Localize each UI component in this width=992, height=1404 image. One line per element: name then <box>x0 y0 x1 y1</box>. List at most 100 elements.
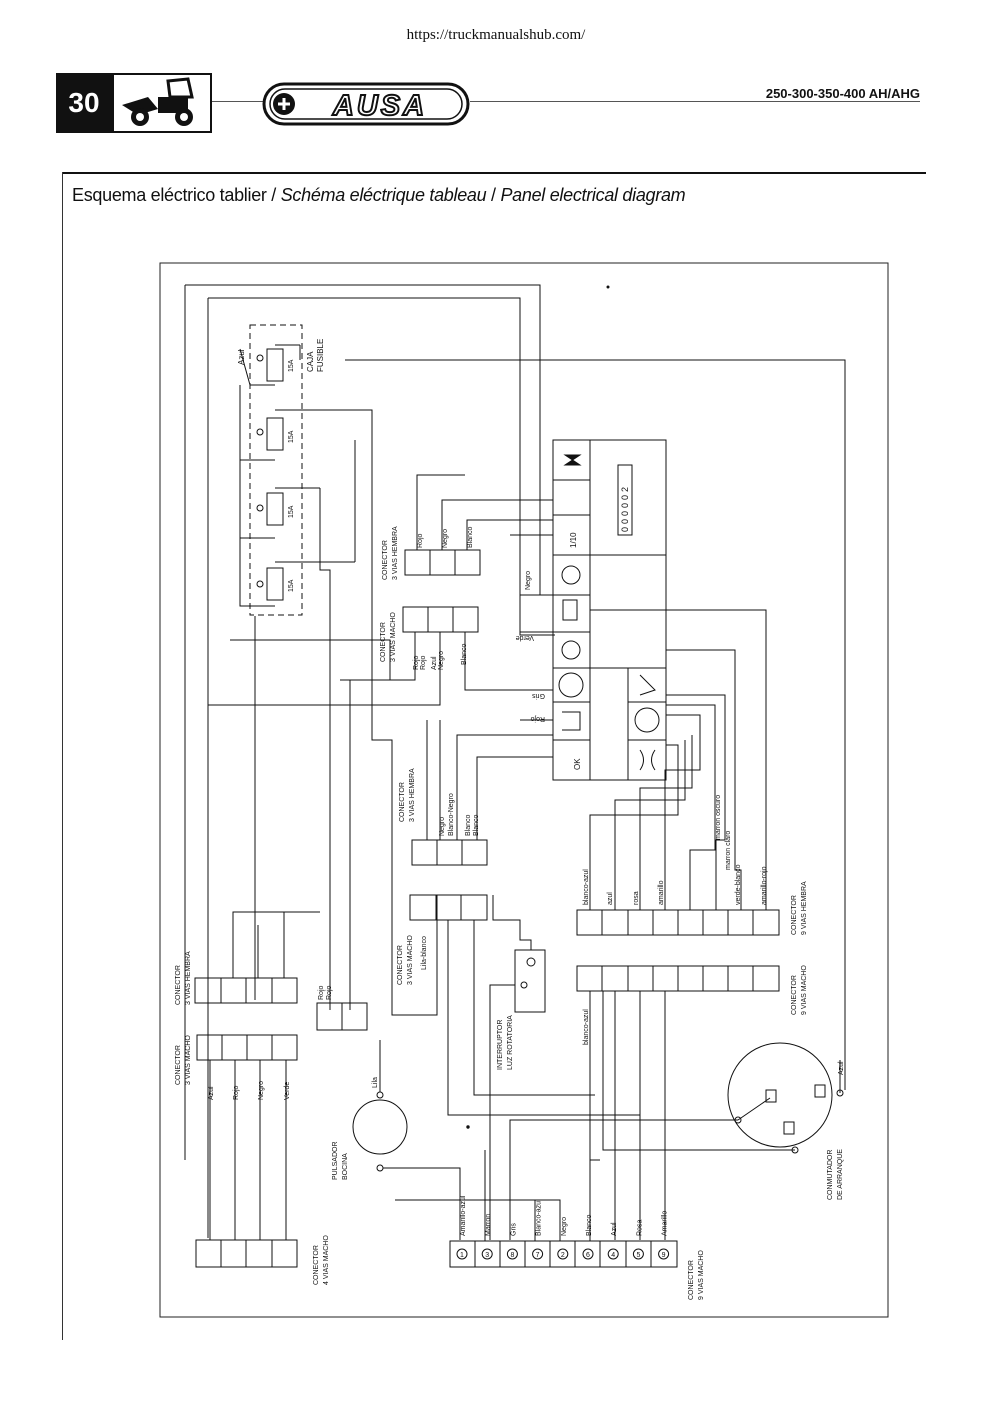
title-es: Esquema eléctrico tablier <box>72 185 267 205</box>
pin-5 <box>632 1248 644 1260</box>
svg-text:3 VIAS HEMBRA: 3 VIAS HEMBRA <box>185 951 192 1005</box>
hourglass-icon <box>563 454 582 466</box>
svg-text:CONECTOR: CONECTOR <box>313 1245 320 1285</box>
wire-label: Amarillo <box>662 1211 669 1236</box>
svg-text:Verde: Verde <box>516 634 534 641</box>
svg-text:9 VIAS HEMBRA: 9 VIAS HEMBRA <box>801 881 808 935</box>
svg-text:Rojo: Rojo <box>233 1085 240 1100</box>
svg-text:PULSADOR: PULSADOR <box>332 1141 339 1180</box>
svg-text:CONMUTADOR: CONMUTADOR <box>827 1150 834 1200</box>
svg-text:amarillo: amarillo <box>658 880 665 905</box>
svg-text:Blanco: Blanco <box>467 526 474 548</box>
pin-9 <box>658 1248 670 1260</box>
connector-left-3-macho: Azul Rojo Negro Verde CONECTOR 3 VIAS MA… <box>175 1034 298 1240</box>
svg-text:15A: 15A <box>288 505 295 518</box>
pin-label: 2 <box>561 1252 565 1259</box>
pin-4 <box>607 1248 619 1260</box>
page-title: Esquema eléctrico tablier / Schéma eléct… <box>72 185 686 205</box>
wire-label: Amarillo-azul <box>460 1195 467 1236</box>
wire-label: Gris <box>510 1223 517 1236</box>
svg-text:3 VIAS MACHO: 3 VIAS MACHO <box>407 935 414 985</box>
svg-text:Blanco: Blanco <box>461 643 468 665</box>
svg-text:Rojo: Rojo <box>530 715 545 722</box>
model-range: 250-300-350-400 AH/AHG <box>765 86 920 101</box>
svg-text:Negro: Negro <box>442 529 449 548</box>
svg-text:CONECTOR: CONECTOR <box>399 782 406 822</box>
wire-label: Rosa <box>636 1220 643 1236</box>
svg-text:CONECTOR: CONECTOR <box>791 975 798 1015</box>
svg-text:Azul: Azul <box>237 349 246 365</box>
title-fr: Schéma eléctrique tableau <box>280 185 487 205</box>
pin-2 <box>557 1248 569 1260</box>
pin-3 <box>481 1248 493 1260</box>
svg-text:verde-blanco: verde-blanco <box>735 864 742 905</box>
connector-top-3-macho: Rojo Rojo Azul Negro Blanco CONECTOR 3 V… <box>208 606 530 706</box>
connector-9-vias-hembra: blanco-azul azul rosa amarillo marron os… <box>576 609 808 936</box>
svg-text:3 VIAS HEMBRA: 3 VIAS HEMBRA <box>409 768 416 822</box>
svg-text:Rojo: Rojo <box>326 985 333 1000</box>
alternator-icon <box>558 672 584 698</box>
svg-text:15A: 15A <box>288 579 295 592</box>
connector-rojo-rojo: Rojo Rojo <box>316 985 368 1031</box>
wire-label: Blanco-azul <box>536 1199 543 1236</box>
oil-icon <box>562 711 581 731</box>
wire-label: Marron <box>485 1214 492 1236</box>
pin-label: 8 <box>510 1252 514 1259</box>
svg-text:Negro: Negro <box>525 571 532 590</box>
turn-signal-icon <box>639 749 656 771</box>
svg-text:BOCINA: BOCINA <box>342 1153 349 1180</box>
rotating-light-switch: INTERRUPTOR LUZ ROTATORIA <box>489 895 546 1240</box>
headlight-icon <box>561 565 581 585</box>
connector-left-3-hembra: CONECTOR 3 VIAS HEMBRA <box>175 911 320 1005</box>
svg-text:Lila: Lila <box>372 1077 379 1088</box>
dumper-truck-icon <box>112 73 212 133</box>
svg-text:INTERRUPTOR: INTERRUPTOR <box>497 1020 504 1070</box>
svg-text:Blanco-Negro: Blanco-Negro <box>448 793 455 836</box>
pin-7 <box>532 1248 544 1260</box>
fuse-1 <box>256 348 284 382</box>
horn-button: Lila PULSADOR BOCINA <box>332 1040 461 1240</box>
diagram-frame <box>159 262 889 1318</box>
fuse-2 <box>256 417 284 451</box>
lowbeam-icon <box>561 640 581 660</box>
svg-text:Blanco: Blanco <box>465 814 472 836</box>
pin-label: 5 <box>636 1252 640 1259</box>
connector-mid-3-hembra: Negro Blanco-Negro Blanco Blanco CONECTO… <box>399 720 553 866</box>
svg-text:blanco-azul: blanco-azul <box>583 1009 590 1045</box>
svg-text:3 VIAS MACHO: 3 VIAS MACHO <box>390 612 397 662</box>
svg-text:3 VIAS HEMBRA: 3 VIAS HEMBRA <box>392 526 399 580</box>
electrical-diagram: Azul 15A 15A 15A 15A CAJA FUSIBLE 000002… <box>157 262 889 1320</box>
svg-text:blanco-azul: blanco-azul <box>583 869 590 905</box>
svg-text:Negro: Negro <box>439 817 446 836</box>
header-rule <box>212 101 264 102</box>
svg-text:marron claro: marron claro <box>725 831 732 870</box>
svg-text:CONECTOR: CONECTOR <box>688 1260 695 1300</box>
svg-text:OK: OK <box>573 758 582 770</box>
header-rule-right <box>470 101 920 102</box>
svg-text:CONECTOR: CONECTOR <box>175 1045 182 1085</box>
connector-4-vias-macho: CONECTOR 4 VIAS MACHO <box>195 1235 330 1285</box>
svg-text:9 VIAS MACHO: 9 VIAS MACHO <box>801 965 808 1015</box>
svg-text:CONECTOR: CONECTOR <box>791 895 798 935</box>
svg-text:Blanco: Blanco <box>473 814 480 836</box>
connector-mid-3-macho: CONECTOR 3 VIAS MACHO Lila-blanco <box>397 894 641 1240</box>
svg-text:CONECTOR: CONECTOR <box>382 540 389 580</box>
logo-text: AUSA <box>332 90 427 122</box>
svg-text:000002: 000002 <box>620 484 630 532</box>
svg-text:15A: 15A <box>288 359 295 372</box>
source-url[interactable]: https://truckmanualshub.com/ <box>406 27 586 43</box>
svg-text:3 VIAS MACHO: 3 VIAS MACHO <box>185 1035 192 1085</box>
svg-text:CONECTOR: CONECTOR <box>397 945 404 985</box>
svg-text:Rojo: Rojo <box>413 655 420 670</box>
page-number: 30 <box>56 73 112 133</box>
pin-label: 3 <box>485 1252 489 1259</box>
svg-text:15A: 15A <box>288 430 295 443</box>
fuel-icon <box>562 599 578 621</box>
svg-text:CAJA: CAJA <box>306 351 315 372</box>
svg-text:4 VIAS MACHO: 4 VIAS MACHO <box>323 1235 330 1285</box>
fuse-3 <box>256 492 284 526</box>
svg-text:rosa: rosa <box>633 891 640 905</box>
svg-text:FUSIBLE: FUSIBLE <box>316 339 325 372</box>
pin-label: 6 <box>586 1252 590 1259</box>
pin-label: 4 <box>611 1252 615 1259</box>
